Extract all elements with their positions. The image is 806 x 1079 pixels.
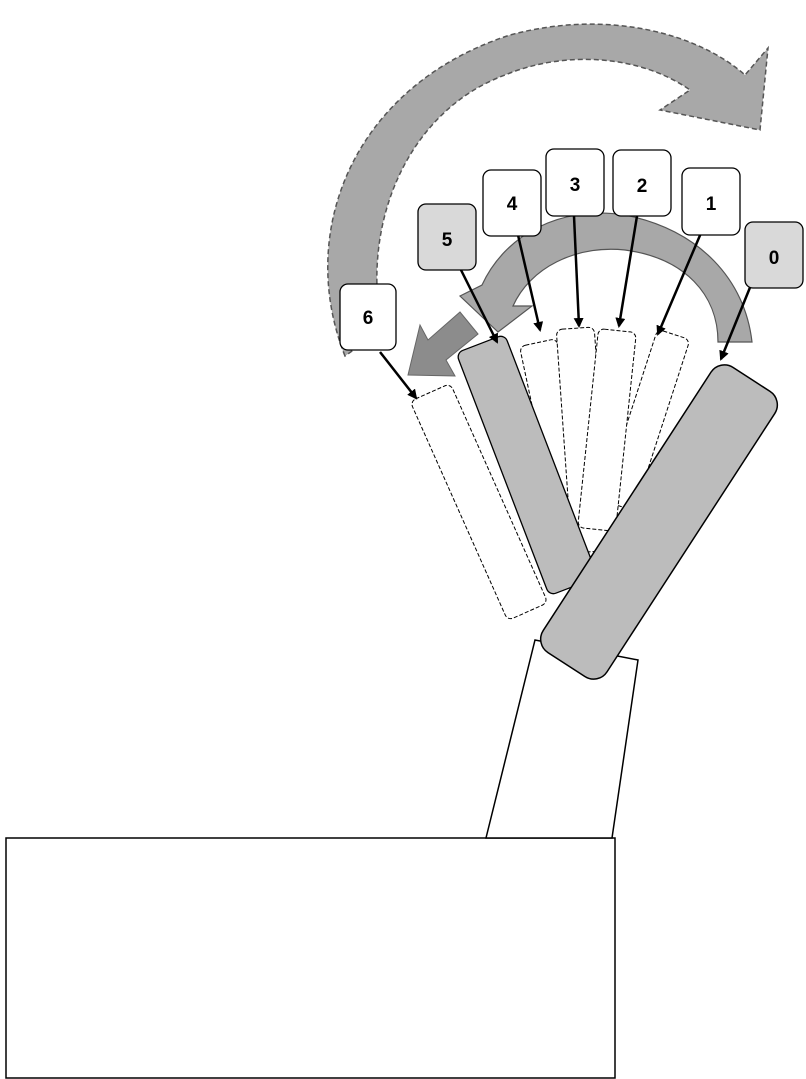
- label-2: 2: [612, 149, 672, 217]
- position-6-outline: [411, 384, 547, 620]
- label-6: 6: [339, 283, 397, 351]
- pointer-0: [719, 284, 753, 361]
- label-4-text: 4: [507, 194, 518, 215]
- pointer-3: [572, 215, 584, 328]
- label-0-text: 0: [769, 248, 780, 269]
- label-3: 3: [545, 148, 605, 217]
- pointer-1: [656, 232, 703, 336]
- arm-post: [485, 639, 639, 839]
- pointer-5: [458, 267, 499, 344]
- label-1-text: 1: [706, 194, 717, 215]
- label-1: 1: [681, 167, 741, 236]
- label-6-text: 6: [363, 308, 374, 329]
- base-block: [5, 837, 616, 1079]
- label-0: 0: [744, 221, 804, 289]
- direction-arrow: [407, 311, 479, 377]
- pointer-2: [615, 215, 639, 328]
- label-3-text: 3: [570, 175, 581, 196]
- label-5: 5: [417, 203, 477, 271]
- label-2-text: 2: [637, 176, 648, 197]
- position-1-outline: [603, 330, 689, 510]
- pointer-6: [379, 351, 418, 400]
- label-5-text: 5: [442, 230, 453, 251]
- label-4: 4: [482, 169, 542, 237]
- large-rotation-arrow: [327, 23, 769, 358]
- position-0-block: [539, 364, 779, 680]
- pointer-4: [516, 234, 544, 332]
- position-2-outline: [577, 328, 637, 532]
